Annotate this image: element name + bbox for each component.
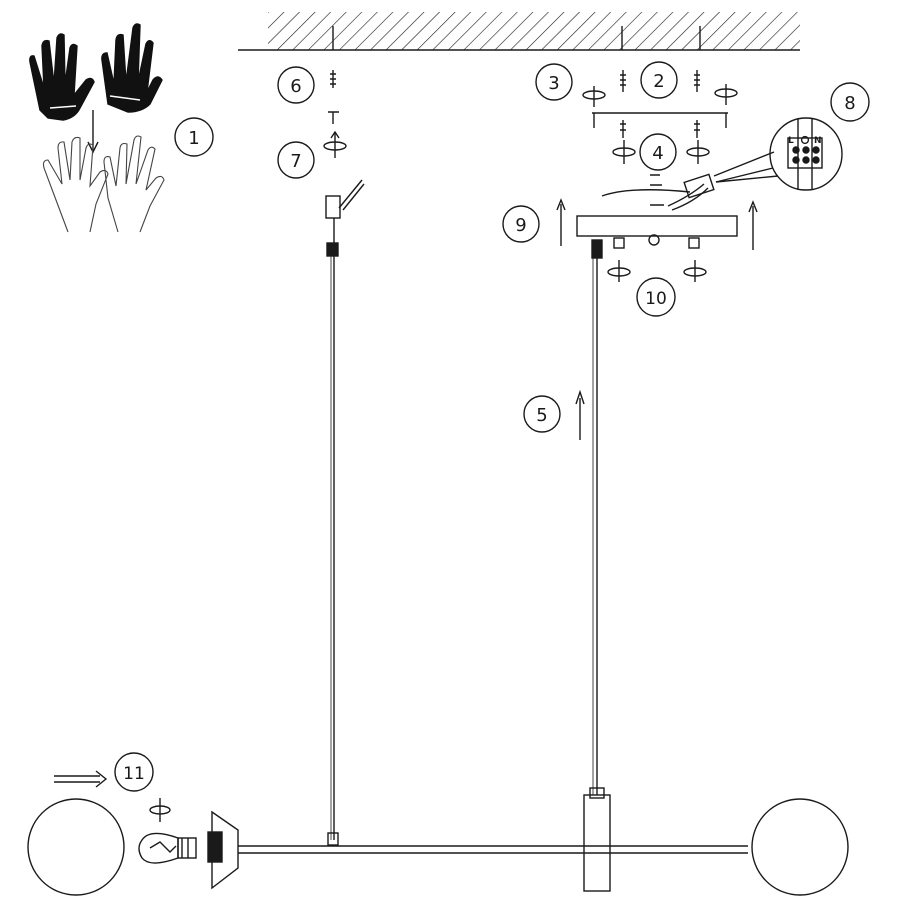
step-9-number: 9	[515, 215, 526, 236]
canopy-screw-icon	[612, 120, 710, 164]
step-6-badge: 6	[277, 66, 315, 104]
step-8-badge: 8	[830, 82, 870, 122]
canopy-fittings	[591, 234, 700, 259]
fixing-screw-rotate-icon	[607, 260, 707, 282]
left-cable-gripper	[325, 179, 365, 257]
step-5-badge: 5	[523, 395, 561, 433]
step-4-number: 4	[652, 143, 663, 164]
step-1-number: 1	[188, 128, 199, 149]
step-3-number: 3	[548, 73, 559, 94]
light-fixture	[27, 787, 849, 896]
bracket-screw-rotate-icon	[582, 84, 738, 107]
terminal-neutral-label: N	[814, 136, 822, 146]
step-7-badge: 7	[277, 141, 315, 179]
step-3-badge: 3	[535, 63, 573, 101]
step-1-badge: 1	[174, 117, 214, 157]
arrow-right-icon	[54, 770, 108, 788]
step-5-number: 5	[536, 405, 547, 426]
step-6-number: 6	[290, 76, 301, 97]
terminal-live-label: L	[788, 136, 794, 146]
black-gloves-icon	[29, 23, 163, 121]
bulb-rotate-icon	[149, 798, 171, 822]
terminal-zoom-callout	[715, 117, 843, 191]
step-8-number: 8	[844, 93, 855, 114]
arrow-up-icon	[575, 389, 585, 440]
light-bulb-icon	[138, 832, 197, 864]
step-7-number: 7	[290, 151, 301, 172]
canopy	[576, 215, 738, 237]
step-11-badge: 11	[114, 752, 154, 792]
step-10-badge: 10	[636, 277, 676, 317]
ceiling	[238, 0, 800, 60]
step-4-badge: 4	[639, 133, 677, 171]
terminal-block-icon	[683, 151, 775, 199]
ground-symbol-icon	[800, 135, 810, 145]
arrow-up-icon	[556, 198, 758, 250]
step-11-number: 11	[123, 764, 145, 784]
globe-shade-left	[27, 798, 125, 896]
step-2-number: 2	[653, 71, 664, 92]
step-2-badge: 2	[640, 61, 678, 99]
step-9-badge: 9	[502, 205, 540, 243]
bare-hands-icon	[42, 135, 165, 233]
glove-cuff-lines	[49, 95, 141, 109]
step-10-number: 10	[645, 289, 667, 309]
globe-shade-right	[751, 798, 849, 896]
wall-plug-icon	[620, 70, 700, 92]
left-ceiling-anchor	[323, 70, 347, 158]
mounting-bracket	[592, 112, 728, 128]
